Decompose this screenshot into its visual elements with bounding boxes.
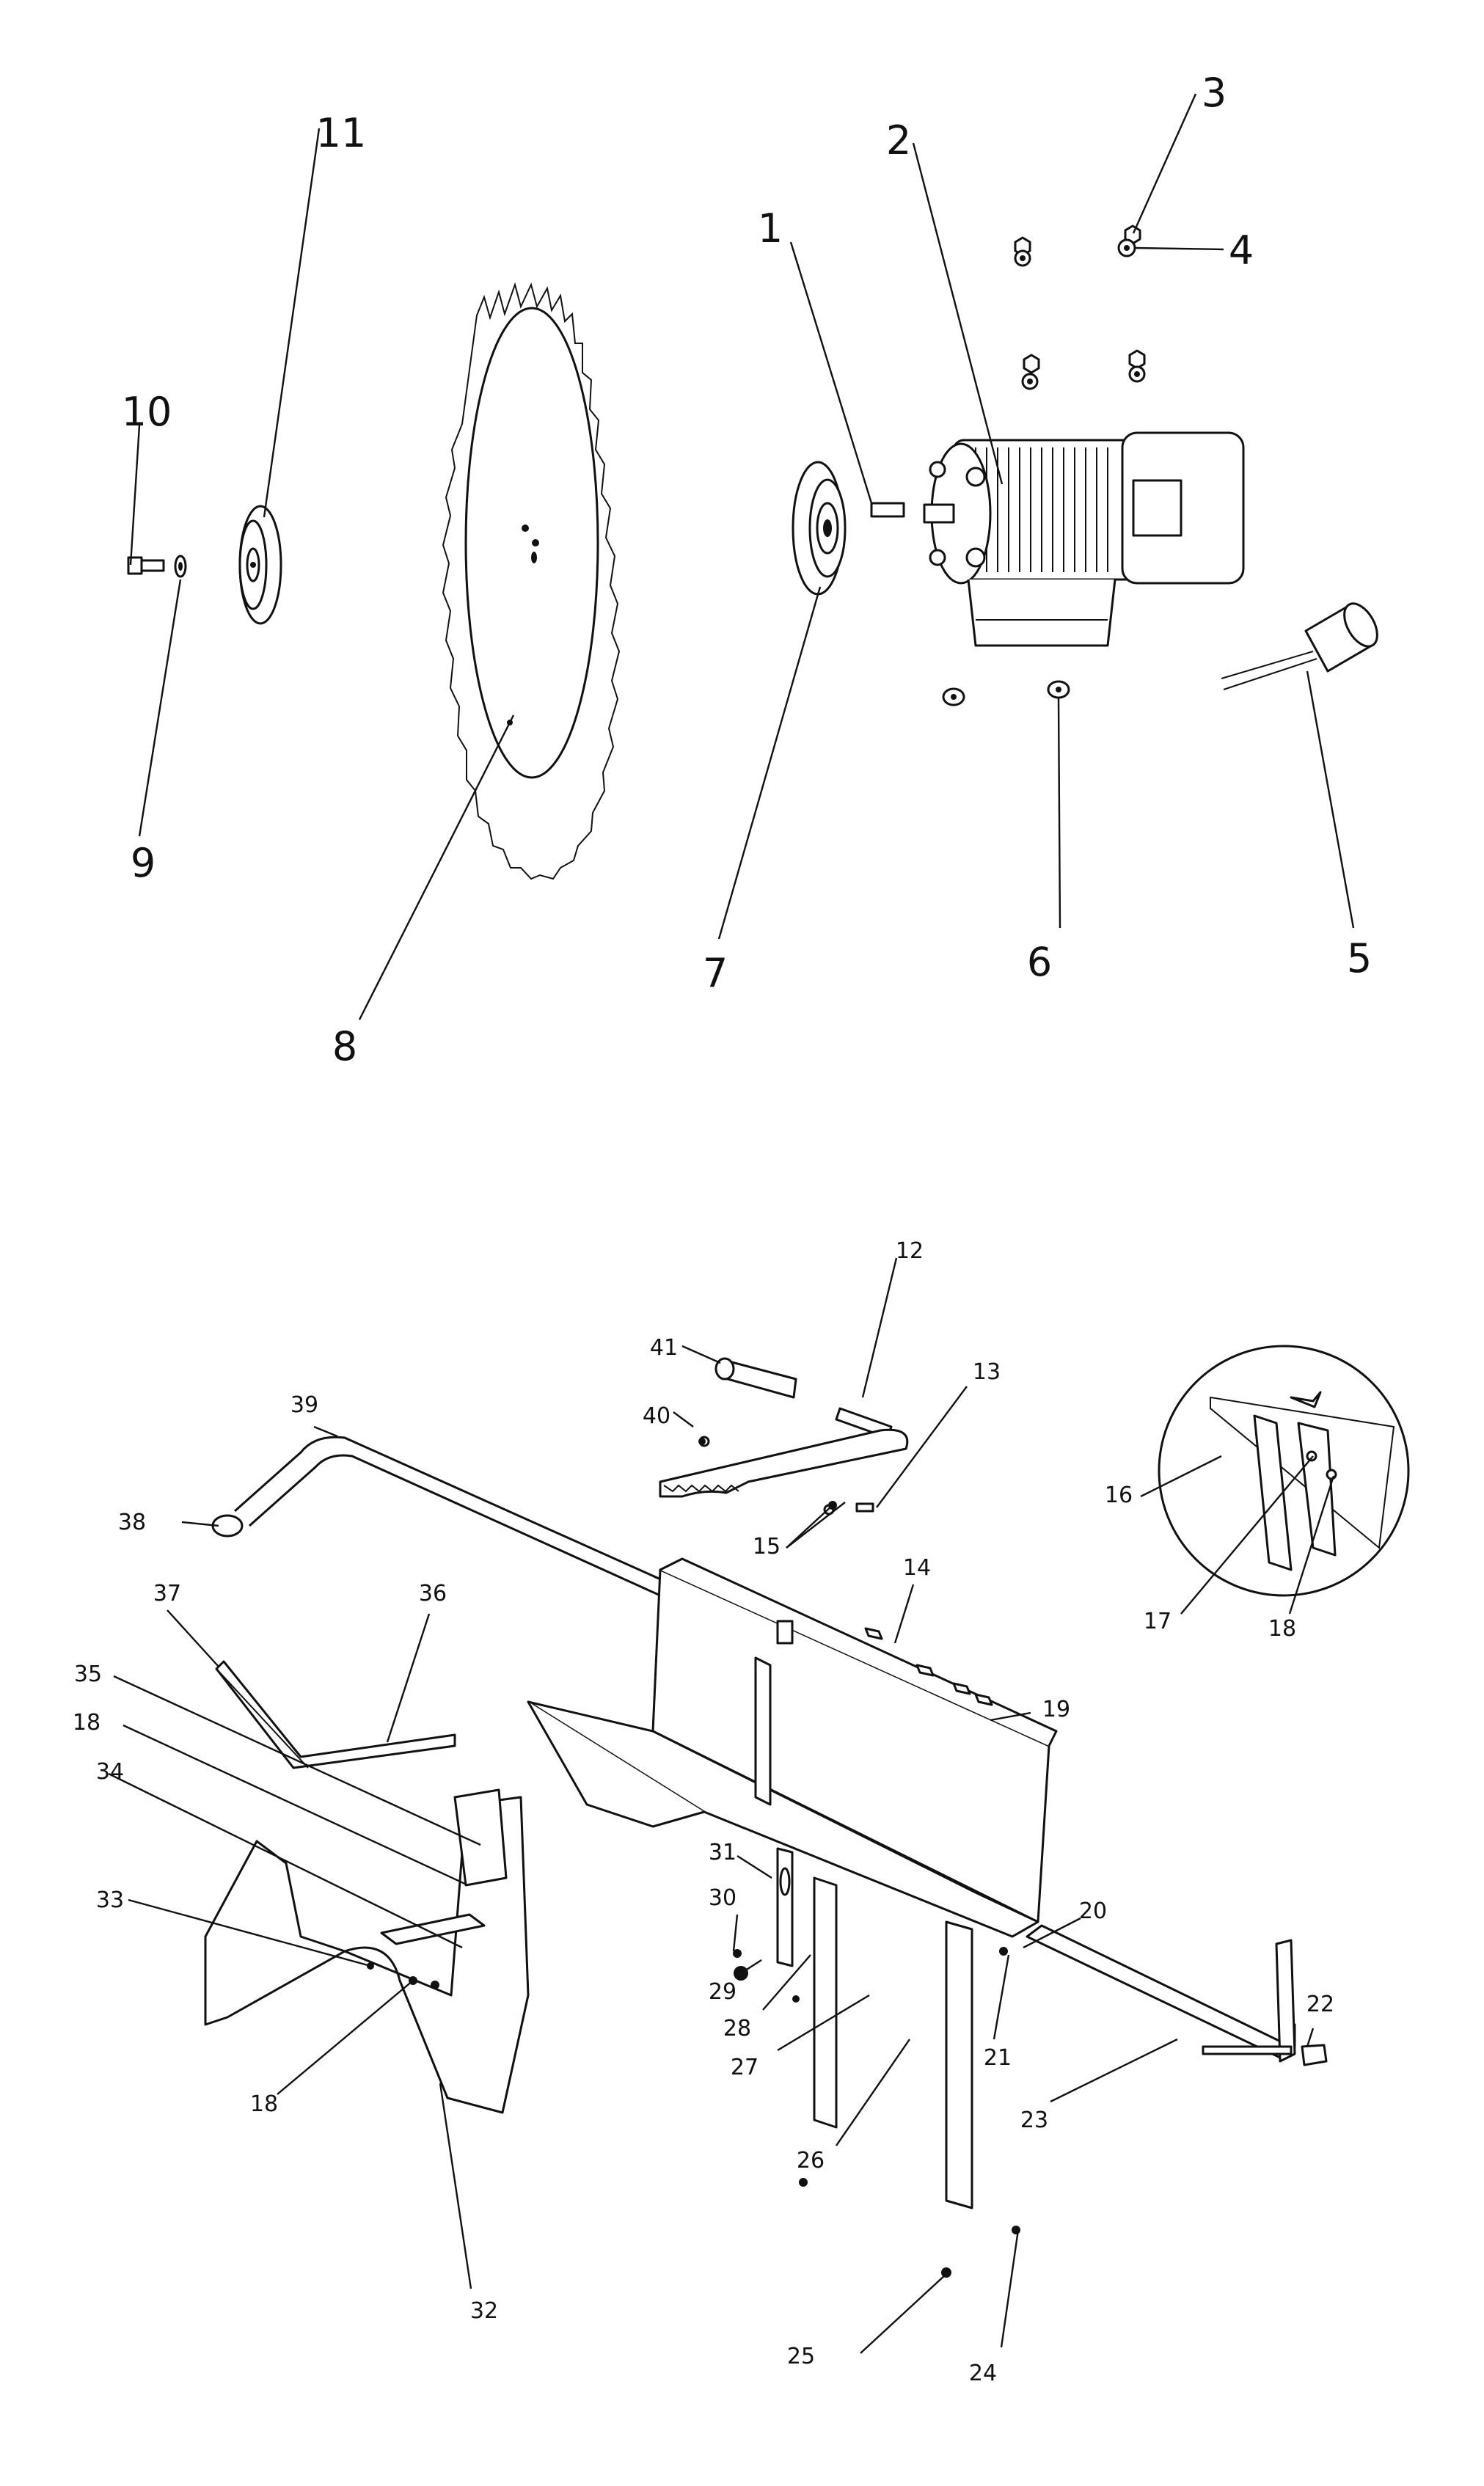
callout-11: 11 bbox=[316, 110, 367, 156]
callout-19: 19 bbox=[1042, 1697, 1070, 1722]
callout-3: 3 bbox=[1202, 70, 1227, 116]
motor-nuts-drawing bbox=[1014, 224, 1146, 390]
capacitor-drawing bbox=[1221, 602, 1378, 690]
blade-guard-drawing bbox=[204, 1788, 530, 2114]
callout-2: 2 bbox=[886, 117, 911, 164]
callout-22: 22 bbox=[1306, 1992, 1334, 2017]
callout-12: 12 bbox=[896, 1238, 924, 1264]
detail-inset-drawing bbox=[1158, 1345, 1410, 1597]
callout-5: 5 bbox=[1347, 935, 1372, 981]
callout-16: 16 bbox=[1105, 1483, 1133, 1508]
callout-32: 32 bbox=[470, 2298, 498, 2324]
callout-34: 34 bbox=[96, 1759, 124, 1785]
callout-40: 40 bbox=[643, 1403, 670, 1429]
top-callouts: 1 2 3 4 5 6 7 8 9 10 11 bbox=[122, 70, 1372, 1070]
bottom-leader-lines bbox=[108, 1257, 1335, 2354]
callout-35: 35 bbox=[74, 1661, 102, 1687]
callout-17: 17 bbox=[1144, 1609, 1172, 1634]
callout-21: 21 bbox=[984, 2045, 1012, 2071]
shaft-key-drawing bbox=[870, 502, 905, 518]
pipe-handle-drawing bbox=[211, 1436, 665, 1597]
callout-41: 41 bbox=[650, 1335, 678, 1361]
callout-15: 15 bbox=[753, 1534, 781, 1560]
lever-drawing bbox=[659, 1357, 909, 1516]
hardware-dots bbox=[367, 1438, 1020, 2278]
callout-31: 31 bbox=[709, 1840, 736, 1865]
callout-28: 28 bbox=[723, 2016, 751, 2041]
callout-37: 37 bbox=[153, 1581, 181, 1606]
callout-27: 27 bbox=[731, 2055, 759, 2080]
arbor-bolt-drawing bbox=[127, 555, 187, 578]
inner-flange-drawing bbox=[792, 461, 847, 596]
callout-23: 23 bbox=[1020, 2107, 1048, 2133]
callout-6: 6 bbox=[1027, 939, 1052, 985]
callout-39: 39 bbox=[290, 1392, 318, 1418]
saw-blade-drawing bbox=[442, 282, 621, 880]
top-assembly: 1 2 3 4 5 6 7 8 9 10 11 bbox=[122, 70, 1378, 1070]
callout-20: 20 bbox=[1079, 1898, 1107, 1924]
callout-7: 7 bbox=[703, 950, 728, 996]
callout-18-b: 18 bbox=[73, 1710, 100, 1736]
callout-8: 8 bbox=[332, 1023, 357, 1070]
motor-base-washers-drawing bbox=[942, 680, 1070, 706]
bottom-callouts: 12 13 14 15 16 17 18 19 20 21 22 23 24 2… bbox=[73, 1238, 1334, 2386]
callout-25: 25 bbox=[787, 2344, 815, 2369]
callout-1: 1 bbox=[758, 205, 783, 252]
callout-18: 18 bbox=[1268, 1616, 1296, 1642]
callout-10: 10 bbox=[122, 389, 172, 435]
callout-13: 13 bbox=[973, 1359, 1001, 1385]
callout-30: 30 bbox=[709, 1885, 736, 1911]
callout-14: 14 bbox=[903, 1555, 931, 1581]
top-leader-lines bbox=[129, 93, 1355, 1020]
legs-drawing bbox=[776, 1847, 973, 2209]
callout-29: 29 bbox=[709, 1979, 736, 2005]
motor-drawing bbox=[923, 431, 1245, 647]
callout-38: 38 bbox=[118, 1510, 146, 1535]
callout-4: 4 bbox=[1229, 227, 1254, 274]
main-frame-drawing bbox=[527, 1557, 1058, 1938]
callout-18-c: 18 bbox=[250, 2091, 278, 2117]
fence-drawing bbox=[215, 1660, 456, 1769]
bottom-assembly: 12 13 14 15 16 17 18 19 20 21 22 23 24 2… bbox=[73, 1238, 1410, 2386]
outer-flange-drawing bbox=[238, 505, 282, 625]
callout-24: 24 bbox=[969, 2361, 997, 2386]
support-arm-drawing bbox=[1026, 1924, 1328, 2066]
callout-26: 26 bbox=[797, 2148, 825, 2174]
callout-36: 36 bbox=[419, 1581, 447, 1606]
callout-9: 9 bbox=[131, 840, 156, 886]
callout-33: 33 bbox=[96, 1887, 124, 1913]
